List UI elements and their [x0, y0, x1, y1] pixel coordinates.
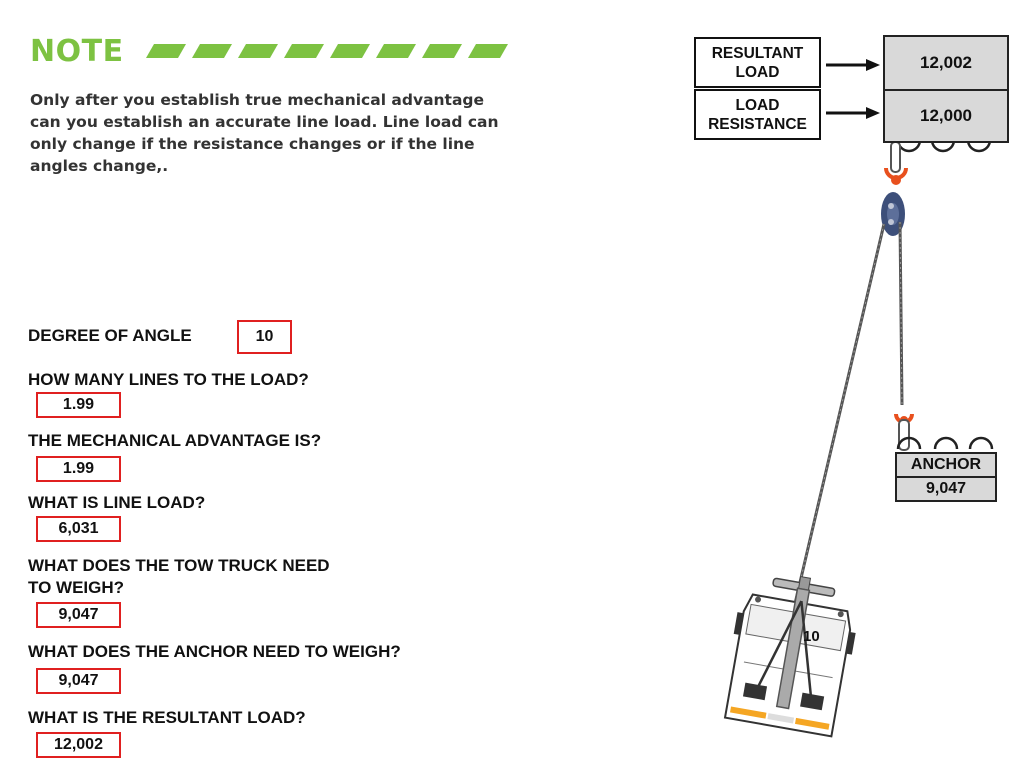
mechanical-advantage-value: 1.99	[36, 456, 121, 482]
resultant-load-value: 12,002	[36, 732, 121, 758]
degree-of-angle-label: DEGREE OF ANGLE	[28, 326, 192, 345]
resultant-load-label: WHAT IS THE RESULTANT LOAD?	[28, 708, 306, 727]
lines-to-load-value: 1.99	[36, 392, 121, 418]
resultant-load-box: 12,002	[883, 35, 1009, 91]
line-load-value: 6,031	[36, 516, 121, 542]
tow-truck-weight-value: 9,047	[36, 602, 121, 628]
resultant-load-label-line2: LOAD	[735, 63, 780, 81]
load-resistance-box: 12,000	[883, 89, 1009, 143]
anchor-loops	[896, 436, 994, 450]
tow-truck-weight-label-line1: WHAT DOES THE TOW TRUCK NEED	[28, 556, 330, 575]
load-resistance-label-line2: RESISTANCE	[708, 115, 807, 133]
rope-lines	[792, 221, 904, 609]
anchor-label-box: ANCHOR	[895, 452, 997, 478]
anchor-weight-value: 9,047	[36, 668, 121, 694]
note-body: Only after you establish true mechanical…	[30, 91, 499, 175]
load-resistance-label-line1: LOAD	[735, 96, 780, 114]
tow-truck-weight-label-line2: TO WEIGH?	[28, 578, 125, 597]
anchor-weight-label: WHAT DOES THE ANCHOR NEED TO WEIGH?	[28, 642, 401, 661]
mechanical-advantage-label: THE MECHANICAL ADVANTAGE IS?	[28, 431, 322, 450]
top-shackle-icon	[884, 141, 908, 185]
resultant-load-label-line1: RESULTANT	[711, 44, 804, 62]
resultant-load-label-box: RESULTANT LOAD	[694, 37, 821, 88]
lines-to-load-label: HOW MANY LINES TO THE LOAD?	[28, 370, 309, 389]
truck-angle-label: 10	[803, 628, 820, 645]
note-title: NOTE	[30, 34, 124, 69]
green-dash-divider	[146, 44, 508, 58]
arrow-icon	[826, 59, 880, 71]
line-load-label: WHAT IS LINE LOAD?	[28, 493, 206, 512]
anchor-shackle-icon	[894, 414, 914, 451]
degree-of-angle-value: 10	[237, 320, 292, 354]
load-resistance-label-box: LOAD RESISTANCE	[694, 89, 821, 140]
anchor-value-box: 9,047	[895, 476, 997, 502]
arrow-icon	[826, 107, 880, 119]
tow-truck-icon	[723, 576, 856, 738]
